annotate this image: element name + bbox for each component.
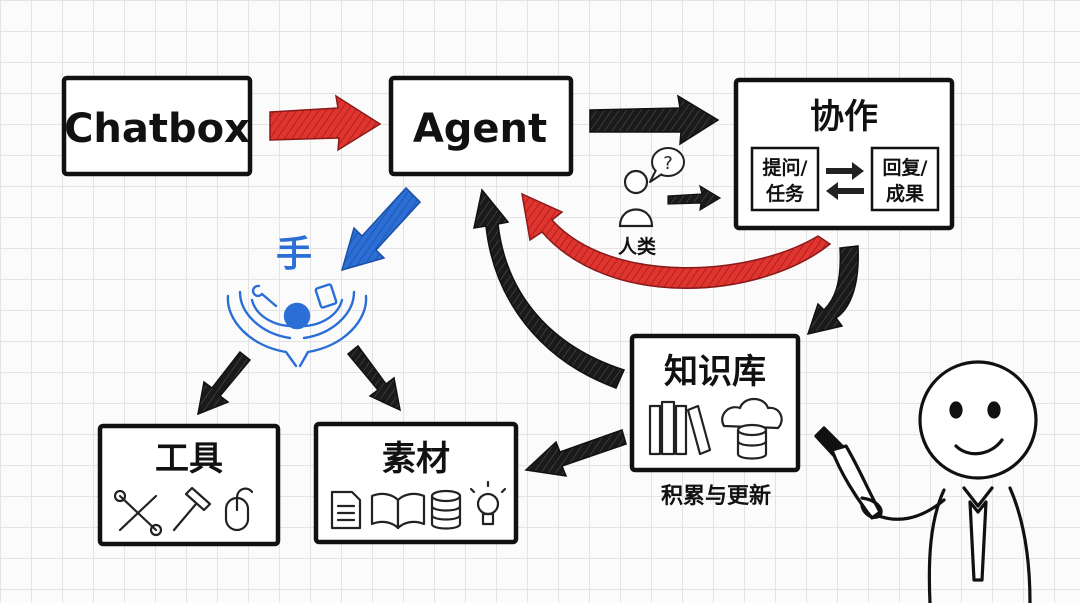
database-icon	[430, 489, 462, 530]
human-label: 人类	[618, 235, 656, 258]
lightbulb-icon	[469, 480, 507, 526]
agent-label: Agent	[413, 106, 547, 152]
person-icon	[618, 169, 654, 228]
arrow-collab-to-agent-red	[521, 192, 832, 289]
ask-task-line2: 任务	[765, 182, 805, 205]
reply-result-line2: 成果	[886, 182, 924, 205]
collab-title: 协作	[810, 97, 878, 137]
arrow-hand-to-materials	[346, 344, 402, 412]
speech-bubble-icon: ?	[649, 147, 685, 183]
arrow-agent-to-hand	[340, 186, 422, 272]
chatbox-label: Chatbox	[64, 106, 250, 152]
tools-label: 工具	[155, 439, 223, 479]
open-book-icon	[370, 492, 426, 530]
knowledge-label: 知识库	[664, 352, 766, 392]
tools-node: 工具	[97, 423, 281, 547]
arrow-hand-to-tools	[197, 350, 252, 416]
arrow-agent-to-collab	[589, 94, 720, 146]
arrow-collab-to-knowledge	[806, 245, 859, 336]
arrow-human-to-collab	[667, 184, 722, 212]
knowledge-caption: 积累与更新	[661, 483, 771, 509]
speech-bubble-text: ?	[663, 153, 673, 174]
helping-hands-icon	[226, 283, 368, 368]
arrow-knowledge-to-agent	[473, 188, 626, 389]
books-icon	[648, 400, 712, 456]
document-icon	[330, 490, 362, 530]
knowledge-node: 知识库	[629, 333, 801, 473]
collab-node: 协作 提问/ 任务 回复/ 成果	[733, 77, 955, 231]
mouse-icon	[224, 487, 254, 532]
materials-label: 素材	[382, 439, 450, 479]
chatbox-node: Chatbox	[61, 75, 253, 177]
wrench-screwdriver-icon	[113, 489, 163, 537]
arrow-chatbox-to-agent	[269, 94, 382, 152]
materials-node: 素材	[313, 421, 519, 545]
reply-result-box	[870, 146, 940, 212]
stick-figure-presenter	[814, 360, 1038, 603]
reply-result-line1: 回复/	[883, 156, 928, 179]
ask-task-box	[750, 146, 820, 212]
hand-node: 手	[226, 234, 368, 368]
hammer-icon	[172, 486, 212, 532]
ask-task-line1: 提问/	[763, 156, 808, 179]
agent-node: Agent	[388, 75, 574, 177]
arrow-knowledge-to-materials	[524, 429, 627, 477]
cloud-database-icon	[721, 397, 783, 460]
hand-label: 手	[276, 234, 312, 275]
exchange-arrows-icon	[826, 162, 864, 200]
human-node: ? 人类	[618, 147, 685, 258]
